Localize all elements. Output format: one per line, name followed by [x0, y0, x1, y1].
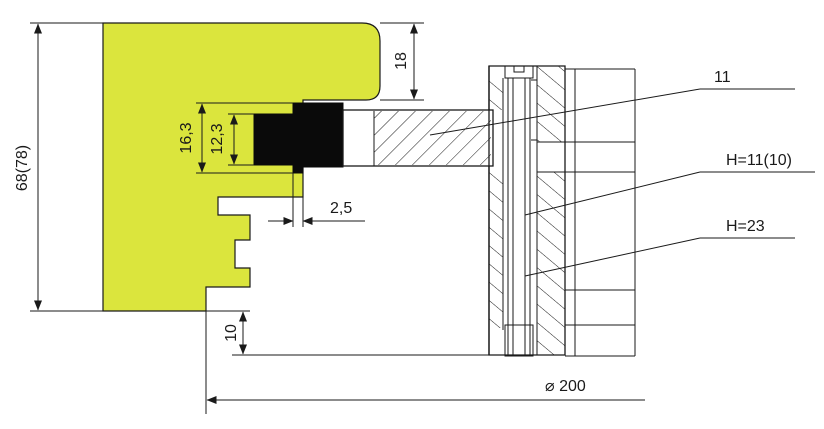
dim-proj-label: 2,5: [330, 200, 352, 217]
bolt-head-slot: [513, 65, 525, 73]
callout-11-label: 11: [714, 69, 731, 86]
sleeve-ticks: [531, 79, 537, 141]
callout-11: 11: [429, 69, 795, 136]
dim-outer-label: 16,3: [178, 122, 195, 153]
callout-h23: H=23: [524, 218, 795, 277]
dim-diameter: ⌀ 200: [205, 311, 645, 414]
callout-11-leader: [429, 88, 701, 136]
tool-arm-hatch: [374, 111, 491, 165]
callout-h23-label: H=23: [726, 218, 765, 235]
sleeve-right-hatch: [537, 172, 565, 355]
tool-hub: [488, 65, 566, 357]
dim-dia-label: ⌀ 200: [545, 378, 586, 395]
dim-inner-label: 12,3: [209, 123, 226, 154]
dim-profile-heights: 16,3 12,3: [178, 102, 293, 174]
dim-bottom-label: 10: [223, 324, 240, 342]
callout-h23-leader: [524, 237, 701, 277]
dim-overall-height: 68(78): [14, 22, 103, 312]
sleeve-right-top-hatch: [537, 66, 565, 142]
sleeve-left-hatch: [489, 172, 503, 328]
callout-h11-label: H=11(10): [726, 152, 792, 169]
tool-body: [342, 109, 494, 167]
collar-left-hatch: [489, 78, 503, 110]
workpiece-profile: [102, 22, 381, 312]
callout-h11-leader: [524, 171, 701, 216]
dim-overall-label: 68(78): [14, 145, 31, 191]
knife-insert: [253, 102, 344, 174]
bottom-nut: [504, 324, 534, 357]
dim-top-label: 18: [393, 52, 410, 70]
cutter-section: [537, 68, 636, 357]
dim-projection: 2,5: [268, 173, 365, 227]
dim-bottom-offset: 10: [206, 310, 489, 356]
dim-top-height: 18: [380, 22, 424, 101]
callout-h11: H=11(10): [524, 152, 815, 216]
